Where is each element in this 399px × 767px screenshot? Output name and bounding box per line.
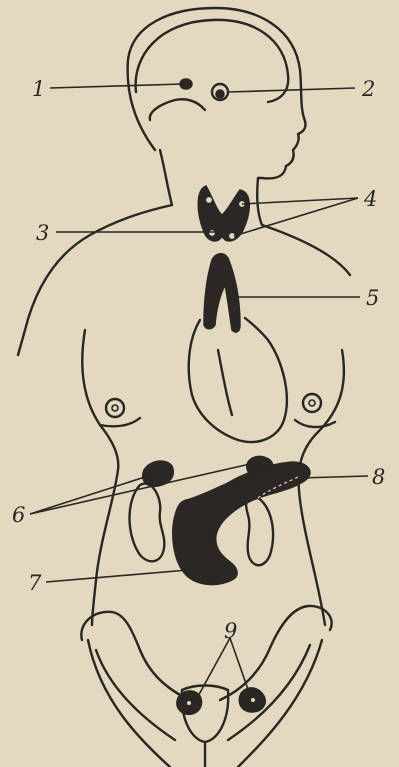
callout-8: 8 (372, 465, 385, 489)
callout-2: 2 (361, 77, 375, 101)
callout-1: 1 (32, 77, 45, 101)
callout-3: 3 (36, 221, 49, 245)
callout-6: 6 (12, 503, 25, 527)
callout-9: 9 (224, 619, 237, 643)
thymus (204, 254, 240, 332)
callout-7: 7 (28, 571, 42, 595)
callout-4: 4 (363, 187, 377, 211)
body-outline (18, 8, 350, 767)
callout-5: 5 (366, 286, 379, 310)
